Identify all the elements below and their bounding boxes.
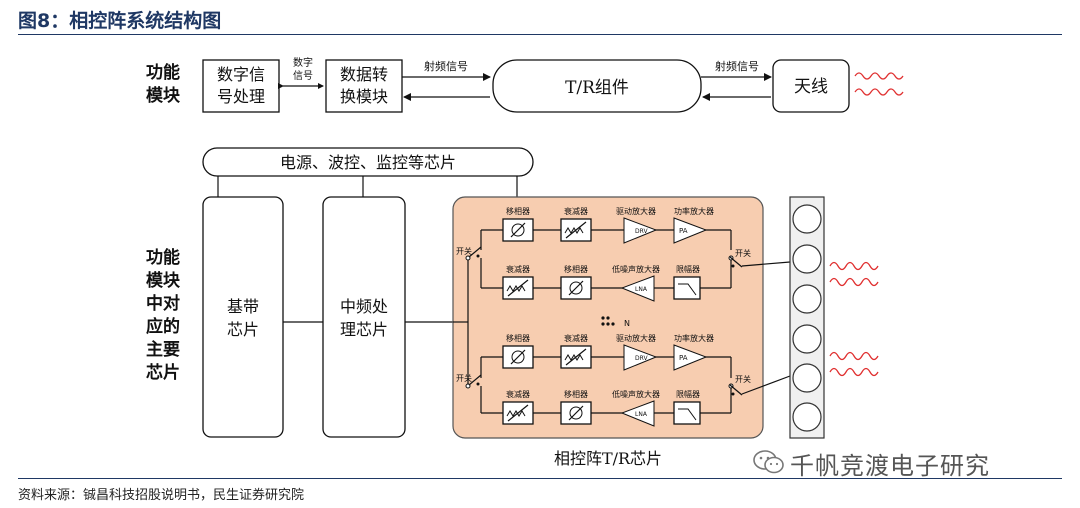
baseband-chip-label-2: 芯片 (227, 320, 259, 339)
tr-module-label: T/R组件 (565, 78, 629, 98)
rx2-atten-label: 衰减器 (506, 389, 530, 399)
rx1-atten-label: 衰减器 (506, 264, 530, 274)
tx2-drv-label: 驱动放大器 (616, 333, 656, 343)
antenna-box (772, 59, 850, 113)
digital-link-label-1: 数字 (293, 56, 313, 69)
footer-divider (18, 478, 1062, 479)
switch-label-l1: 开关 (456, 246, 472, 256)
power-control-bar (202, 147, 534, 177)
top-side-label-2: 模块 (146, 85, 181, 106)
switch-label-r2: 开关 (735, 374, 751, 384)
bottom-side-label-3: 中对 (146, 293, 180, 314)
tx2-atten-label: 衰减器 (564, 333, 588, 343)
tr-module-box (492, 59, 702, 113)
tx2-pa-label: 功率放大器 (674, 333, 714, 343)
bottom-side-label-1: 功能 (146, 247, 180, 268)
n-channels-indicator: N (601, 316, 630, 328)
array-element-6 (792, 402, 822, 432)
rx2-phase-label: 移相器 (564, 389, 588, 399)
bottom-side-label-2: 模块 (146, 270, 181, 291)
converter-box (325, 59, 403, 113)
converter-label-2: 换模块 (340, 87, 388, 106)
if-chip-label-2: 理芯片 (340, 320, 388, 339)
tx1-phase-label: 移相器 (506, 206, 530, 216)
rx2-lna-amp (620, 400, 655, 427)
wave-bottom-4 (829, 367, 879, 377)
bottom-side-label-6: 芯片 (146, 362, 180, 383)
wave-bottom-2 (829, 277, 879, 287)
array-element-5 (792, 363, 822, 393)
top-side-label-1: 功能 (146, 62, 180, 83)
watermark-text: 千帆竞渡电子研究 (790, 452, 990, 480)
bottom-side-label: 功能 模块 中对 应的 主要 芯片 (146, 247, 181, 383)
bottom-side-label-5: 主要 (146, 339, 180, 360)
baseband-chip-label-1: 基带 (227, 297, 259, 316)
source-note: 资料来源：铖昌科技招股说明书，民生证券研究院 (18, 488, 305, 503)
switch-label-l2: 开关 (456, 373, 472, 383)
array-element-3 (792, 284, 822, 314)
if-chip-label-1: 中频处 (340, 297, 388, 316)
antenna-label: 天线 (794, 77, 828, 97)
tr-chip-label: 相控阵T/R芯片 (554, 449, 662, 468)
rx1-lna-label: 低噪声放大器 (612, 264, 660, 274)
switch-label-r1: 开关 (735, 248, 751, 258)
tx2-drv-amp (623, 344, 658, 371)
tr-channel-2: 开关 移相器 衰减器 驱动放大器 DRV 功率放大器 PA 衰减器 移相器 低噪… (456, 333, 791, 427)
phased-array-diagram: 功能 模块 数字信 号处理 数字 信号 数据转 换模块 射频信号 T/R组件 射… (146, 56, 904, 468)
tx1-pa-amp (673, 217, 708, 244)
array-element-4 (792, 324, 822, 354)
converter-label-1: 数据转 (340, 65, 388, 84)
tr-channel-1: 开关 移相器 衰减器 驱动放大器 DRV 功率放大器 PA 衰减器 移相器 低噪… (456, 206, 791, 302)
svg-text:PA: PA (679, 354, 688, 362)
rx1-lna-amp (620, 275, 655, 302)
rx1-limiter (673, 276, 701, 300)
tx2-pa-amp (673, 344, 708, 371)
rx1-phase-label: 移相器 (564, 264, 588, 274)
title-divider (18, 34, 1062, 35)
tx1-pa-label: 功率放大器 (674, 206, 714, 216)
antenna-array (789, 196, 825, 439)
svg-text:DRV: DRV (635, 228, 648, 235)
rf-label-left: 射频信号 (424, 59, 468, 73)
wechat-logo-icon (753, 450, 784, 474)
digital-processing-box (202, 59, 280, 113)
svg-text:LNA: LNA (635, 286, 648, 293)
rx1-limiter-label: 限幅器 (676, 264, 700, 274)
svg-text:DRV: DRV (635, 355, 648, 362)
bottom-side-label-4: 应的 (146, 316, 180, 337)
wave-top-2 (854, 88, 904, 96)
n-label: N (624, 319, 630, 328)
digital-link-label-2: 信号 (293, 70, 313, 82)
svg-text:PA: PA (679, 227, 688, 235)
wave-top-1 (854, 72, 904, 80)
rx2-limiter-label: 限幅器 (676, 389, 700, 399)
digital-processing-label-2: 号处理 (217, 87, 265, 106)
svg-text:LNA: LNA (635, 411, 648, 418)
figure-title: 图8：相控阵系统结构图 (18, 10, 222, 32)
digital-processing-label-1: 数字信 (217, 65, 265, 84)
array-element-2 (792, 244, 822, 274)
rf-label-right: 射频信号 (715, 59, 759, 73)
power-control-label: 电源、波控、监控等芯片 (280, 153, 456, 172)
baseband-chip-box (202, 196, 284, 438)
rx2-lna-label: 低噪声放大器 (612, 389, 660, 399)
tx1-atten-label: 衰减器 (564, 206, 588, 216)
wave-bottom-1 (829, 261, 879, 271)
array-element-1 (792, 204, 822, 234)
if-chip-box (322, 196, 406, 438)
tx1-drv-amp (623, 217, 658, 244)
tx1-drv-label: 驱动放大器 (616, 206, 656, 216)
wave-bottom-3 (829, 351, 879, 361)
tx2-phase-label: 移相器 (506, 333, 530, 343)
rx2-limiter (673, 401, 701, 425)
